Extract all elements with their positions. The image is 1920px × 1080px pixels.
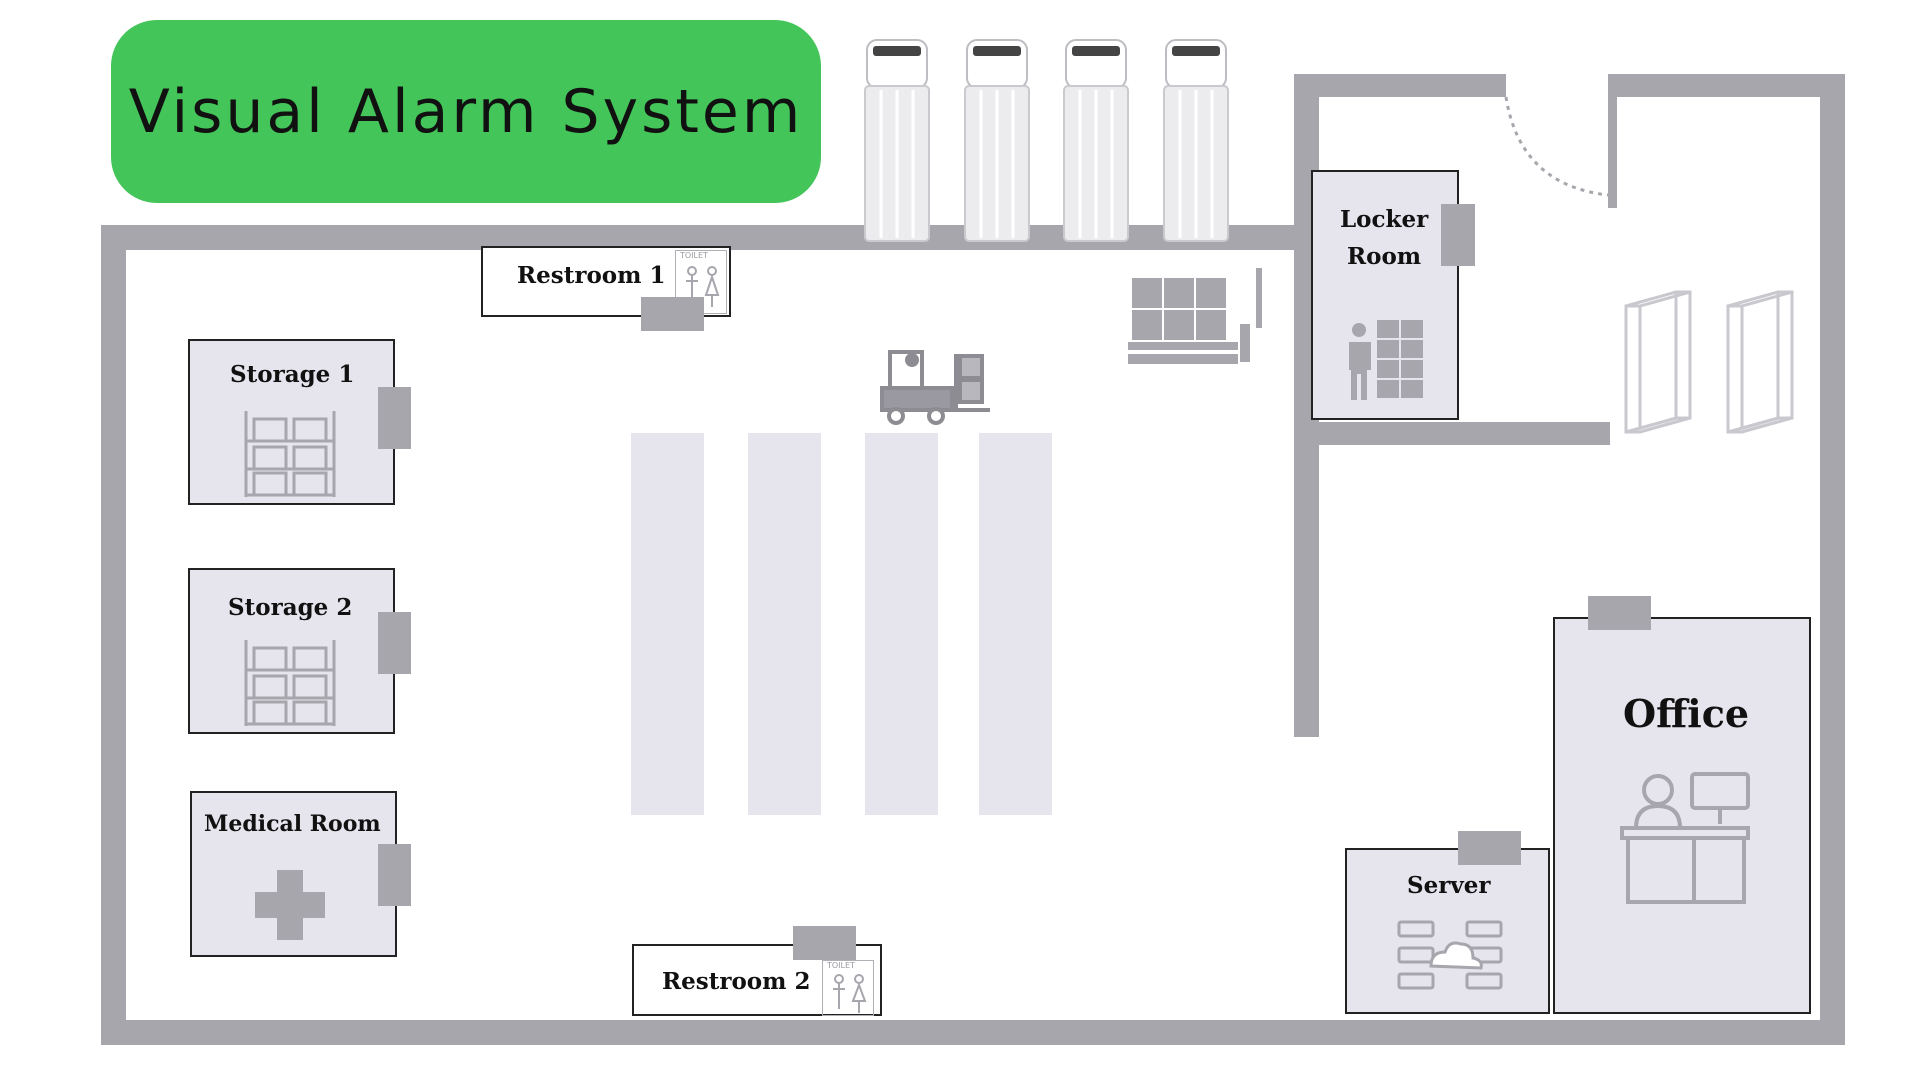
server-room: Server (1345, 848, 1550, 1014)
locker-room-label-line2: Room (1347, 243, 1422, 270)
shelving-icon (244, 640, 336, 726)
locker-room: Locker Room (1311, 170, 1459, 420)
toilet-sign-text: TOILET (827, 961, 855, 970)
door-frame-post (1608, 74, 1617, 208)
locker-room-label-line1: Locker (1340, 206, 1429, 233)
restroom-2-label: Restroom 2 (662, 968, 811, 995)
page-title: Visual Alarm System (128, 76, 804, 147)
shelving-icon (244, 411, 336, 497)
wall-right (1820, 74, 1845, 1045)
restroom-1-label: Restroom 1 (517, 262, 666, 289)
locker-person-icon (1349, 320, 1423, 400)
truck-icon (1163, 39, 1229, 242)
office-door (1588, 596, 1651, 630)
medical-room-label: Medical Room (204, 811, 381, 837)
wall-top-right-a (1294, 74, 1506, 97)
truck-icon (864, 39, 930, 242)
server-cloud-icon (1397, 920, 1503, 990)
wall-bottom (101, 1020, 1845, 1045)
storage-2: Storage 2 (188, 568, 395, 734)
wall-partition-horizontal (1294, 422, 1610, 445)
metal-detector-icon (1726, 290, 1794, 434)
warehouse-shelf (979, 433, 1052, 815)
restroom-1-door (641, 297, 704, 331)
title-banner: Visual Alarm System (111, 20, 821, 203)
storage-1-label: Storage 1 (230, 361, 355, 388)
server-label: Server (1407, 872, 1491, 899)
server-room-door (1458, 831, 1521, 865)
door-swing-arc (1504, 96, 1609, 197)
wall-top-right-b (1608, 74, 1845, 97)
storage-2-label: Storage 2 (228, 594, 353, 621)
walls (101, 74, 1845, 1045)
storage-1-door (378, 387, 411, 449)
toilet-sign-text: TOILET (680, 251, 708, 260)
toilet-sign-icon: TOILET (822, 960, 874, 1016)
restroom-2-door (793, 926, 856, 960)
medical-cross-icon (255, 870, 325, 940)
medical-room: Medical Room (190, 791, 397, 957)
warehouse-shelf (631, 433, 704, 815)
metal-detector-icon (1624, 290, 1692, 434)
metal-detector-group (1624, 290, 1794, 434)
forklift-icon (880, 350, 990, 425)
truck-icon (1063, 39, 1129, 242)
medical-room-door (378, 844, 411, 906)
office-desk-icon (1620, 772, 1750, 904)
locker-room-door (1441, 204, 1475, 266)
storage-2-door (378, 612, 411, 674)
warehouse-shelf (748, 433, 821, 815)
wall-left (101, 225, 126, 1045)
truck-group (864, 39, 1229, 242)
office-label: Office (1623, 691, 1750, 736)
storage-1: Storage 1 (188, 339, 395, 505)
pallet-jack-icon (1128, 268, 1262, 364)
office: Office (1553, 617, 1811, 1014)
warehouse-shelf (865, 433, 938, 815)
truck-icon (964, 39, 1030, 242)
